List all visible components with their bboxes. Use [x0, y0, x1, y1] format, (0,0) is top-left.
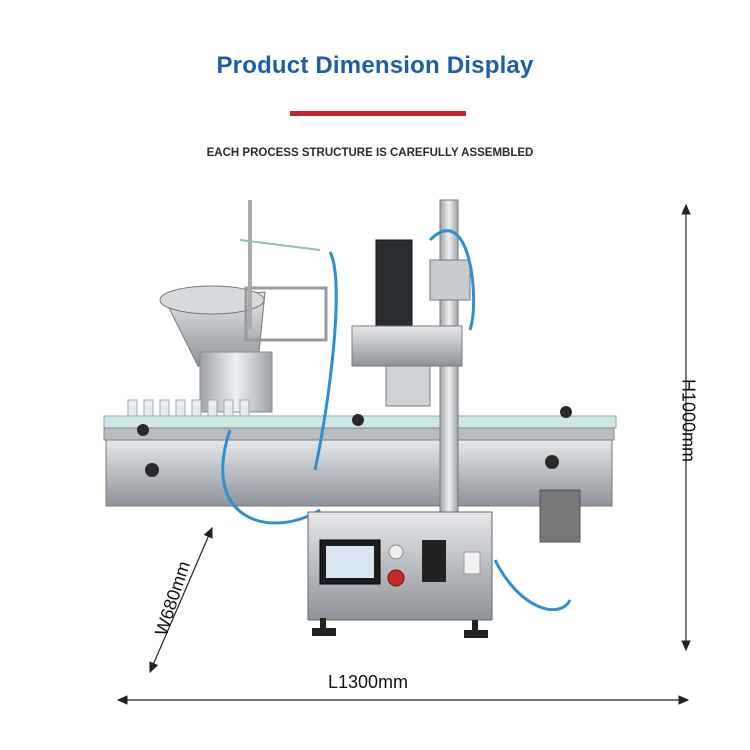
bowl-feeder-icon	[159, 200, 328, 413]
capping-head-icon	[351, 199, 471, 521]
page-title: Product Dimension Display	[216, 52, 534, 79]
guide-knobs	[137, 406, 572, 477]
width-dimension-arrow	[149, 526, 213, 674]
machine-feet	[312, 618, 488, 638]
title-underline	[290, 111, 466, 116]
control-panel-icon	[307, 511, 493, 621]
conveyor-icon	[103, 415, 617, 543]
length-label: L1300mm	[328, 672, 409, 692]
bottles-row	[127, 399, 250, 419]
height-label: H1000mm	[678, 378, 699, 463]
page-subtitle: EACH PROCESS STRUCTURE IS CAREFULLY ASSE…	[206, 147, 534, 159]
air-hoses	[221, 229, 572, 611]
